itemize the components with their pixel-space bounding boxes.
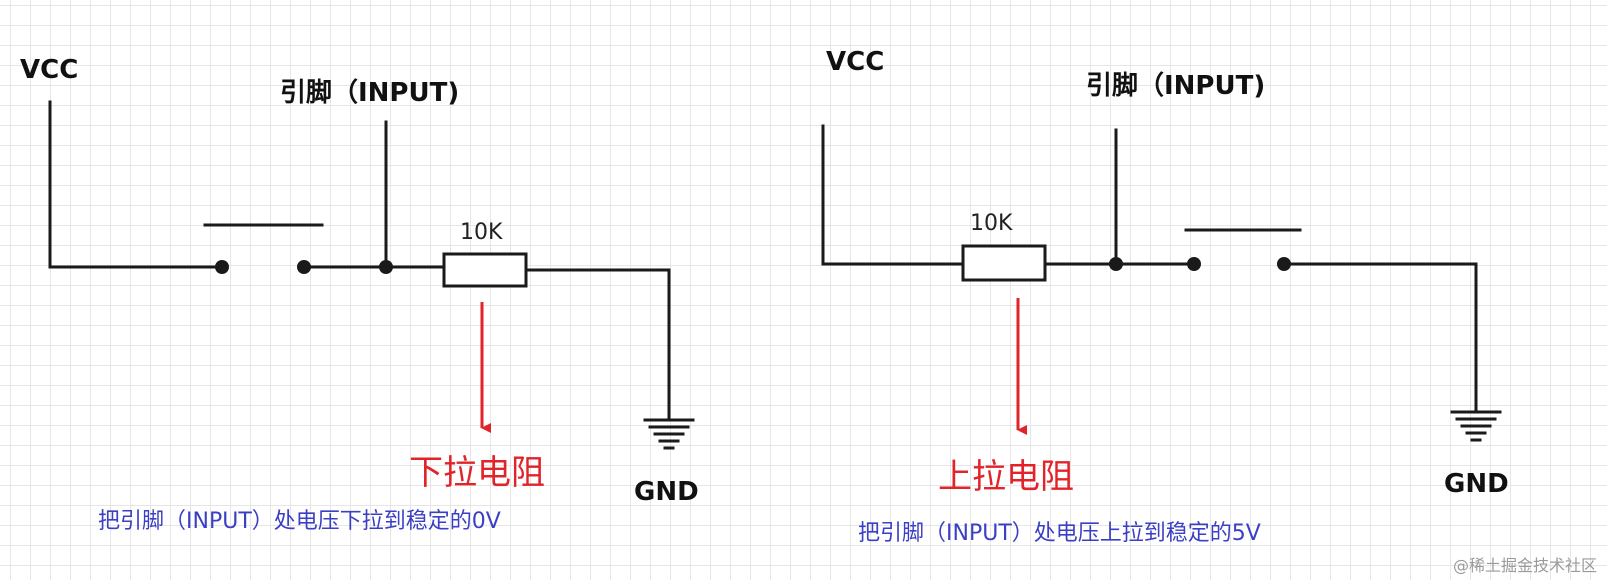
vcc-label: VCC — [20, 55, 78, 85]
gnd-label: GND — [634, 477, 699, 507]
ground-wire — [1282, 262, 1478, 414]
resistor-value-label: 10K — [970, 211, 1013, 236]
gnd-label: GND — [1444, 469, 1509, 499]
pin-label: 引脚（INPUT) — [280, 78, 459, 108]
resistor-value-label: 10K — [460, 220, 503, 245]
resistor — [442, 252, 528, 288]
pull-up-title: 上拉电阻 — [938, 457, 1074, 497]
watermark: @稀土掘金技术社区 — [1453, 556, 1597, 575]
ground-wire — [524, 268, 671, 422]
ground-symbol — [643, 418, 695, 450]
vcc-label: VCC — [826, 47, 884, 77]
ground-symbol — [1450, 410, 1502, 442]
vcc-wire — [48, 100, 220, 269]
pull-up-description: 把引脚（INPUT）处电压上拉到稳定的5V — [858, 521, 1261, 546]
resistor — [961, 244, 1047, 282]
switch-terminal-left — [215, 260, 229, 274]
pull-down-circuit: VCC 引脚（INPUT) 10K GND 下拉电阻 把引脚（INPUT）处电压… — [20, 55, 699, 534]
pull-down-description: 把引脚（INPUT）处电压下拉到稳定的0V — [98, 509, 501, 534]
pin-label: 引脚（INPUT) — [1086, 71, 1265, 101]
pull-down-title: 下拉电阻 — [409, 453, 545, 493]
switch-terminal-left — [1187, 257, 1201, 271]
pull-up-circuit: VCC 引脚（INPUT) 10K GND 上拉电阻 把引脚（INPUT）处电压… — [821, 47, 1509, 546]
vcc-wire — [821, 124, 965, 266]
